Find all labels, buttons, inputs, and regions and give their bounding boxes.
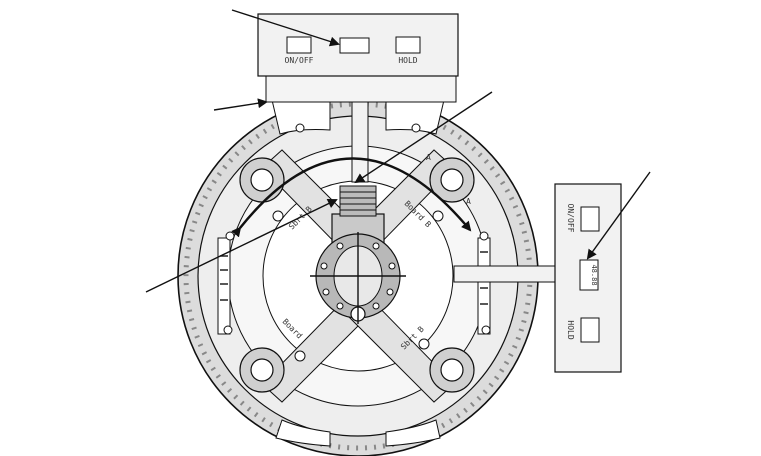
side-on-off-label: ON/OFF [566, 204, 575, 233]
callout-top-screen [231, 9, 340, 47]
hub-threads [339, 185, 377, 217]
side-display-assembly: ON/OFF 48.88 HOLD [453, 183, 622, 373]
top-display-screen [339, 37, 370, 54]
center-crosshair [310, 232, 406, 324]
top-display-assembly: ON/OFF HOLD [257, 13, 459, 183]
callout-bracket [213, 98, 268, 111]
callout-hub [145, 198, 338, 293]
top-hold-button[interactable] [395, 36, 421, 54]
left-notch-bar [217, 237, 231, 335]
flange-bolts [320, 242, 396, 310]
side-screen-value: 48.88 [590, 264, 598, 285]
side-display-screen [579, 259, 599, 291]
mounting-bosses [239, 157, 475, 393]
side-hold-label: HOLD [566, 320, 575, 339]
top-probe-bracket [265, 75, 457, 103]
rotation-arc-arrow [231, 157, 472, 238]
callout-side-screen [586, 171, 651, 260]
side-hold-button[interactable] [580, 317, 600, 343]
top-on-off-button[interactable] [286, 36, 312, 54]
bottom-slot-right [385, 419, 441, 447]
label-a-side: A [466, 197, 471, 206]
callout-center-probe [354, 91, 493, 184]
callout-arrows [145, 9, 651, 293]
top-hold-label: HOLD [398, 56, 417, 65]
side-on-off-button[interactable] [580, 206, 600, 232]
thread-lines [340, 191, 376, 211]
top-on-off-label: ON/OFF [285, 56, 314, 65]
bottom-slot-left [275, 419, 331, 447]
side-probe-stem [453, 265, 557, 283]
label-a-top: A [426, 153, 431, 162]
screw-holes [223, 123, 491, 362]
